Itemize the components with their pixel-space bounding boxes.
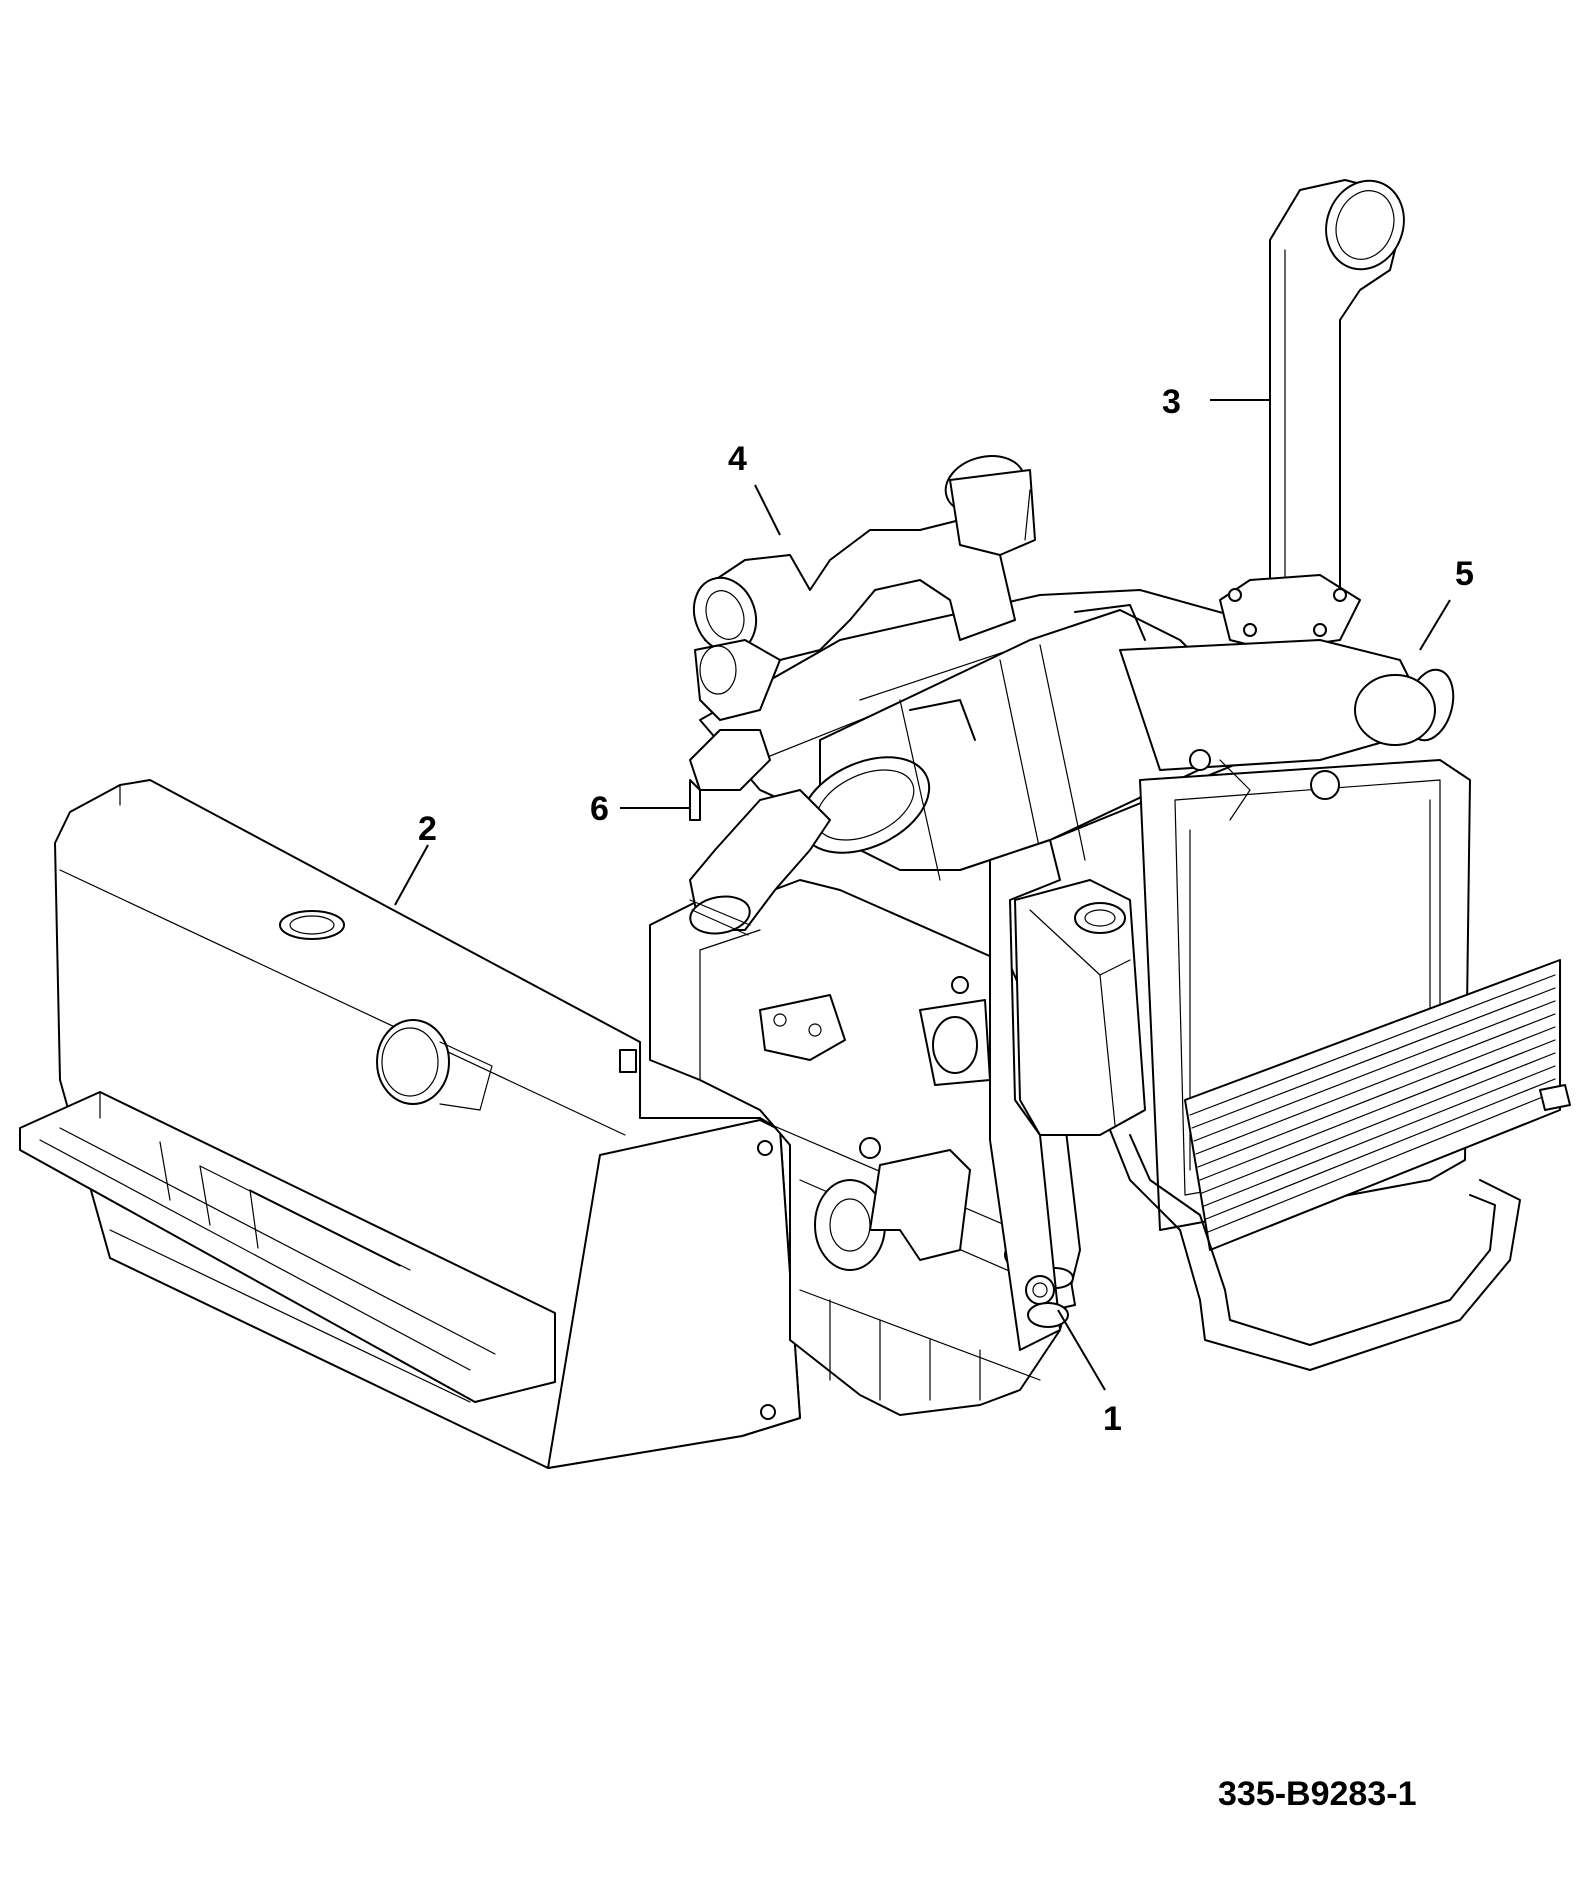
turbo-hose: [689, 729, 831, 936]
leader-lines: [394, 399, 1451, 1391]
callout-4: 4: [728, 440, 747, 478]
oil-cooler: [1184, 959, 1571, 1251]
intake-hose: [692, 455, 1036, 721]
callout-5: 5: [1455, 555, 1474, 593]
drawing-reference-code: 335-B9283-1: [1218, 1775, 1416, 1813]
muffler-outlet: [1119, 639, 1455, 771]
callout-1: 1: [1103, 1400, 1122, 1438]
exhaust-stack: [1219, 179, 1405, 651]
fuel-tank: [19, 779, 801, 1469]
callout-2: 2: [418, 810, 437, 848]
support-frame: [989, 839, 1069, 1351]
callout-6: 6: [590, 790, 609, 828]
callout-3: 3: [1162, 383, 1181, 421]
expansion-tank: [1014, 879, 1146, 1136]
coolant-pipe: [1109, 1129, 1521, 1371]
